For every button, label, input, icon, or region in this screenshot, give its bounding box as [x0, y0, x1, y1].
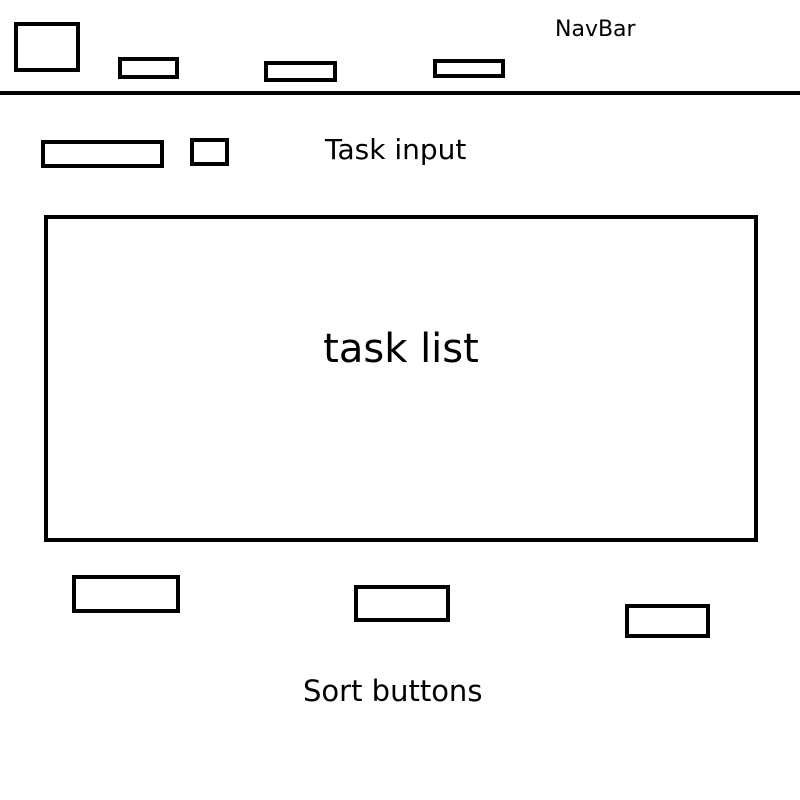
task-input-field[interactable] [41, 140, 164, 168]
navbar-logo-box[interactable] [14, 22, 80, 72]
navbar: NavBar [0, 0, 800, 95]
navbar-divider [0, 91, 800, 95]
navbar-link-2[interactable] [264, 61, 337, 82]
sort-button-1[interactable] [72, 575, 180, 613]
task-input-label: Task input [325, 133, 467, 166]
sort-buttons-label: Sort buttons [303, 674, 483, 708]
task-list-label: task list [323, 326, 479, 372]
navbar-label: NavBar [555, 17, 636, 42]
sort-button-3[interactable] [625, 604, 710, 638]
task-add-button[interactable] [190, 138, 229, 166]
navbar-link-1[interactable] [118, 57, 179, 79]
navbar-link-3[interactable] [433, 59, 505, 78]
sort-button-2[interactable] [354, 585, 450, 622]
task-list: task list [44, 215, 758, 542]
